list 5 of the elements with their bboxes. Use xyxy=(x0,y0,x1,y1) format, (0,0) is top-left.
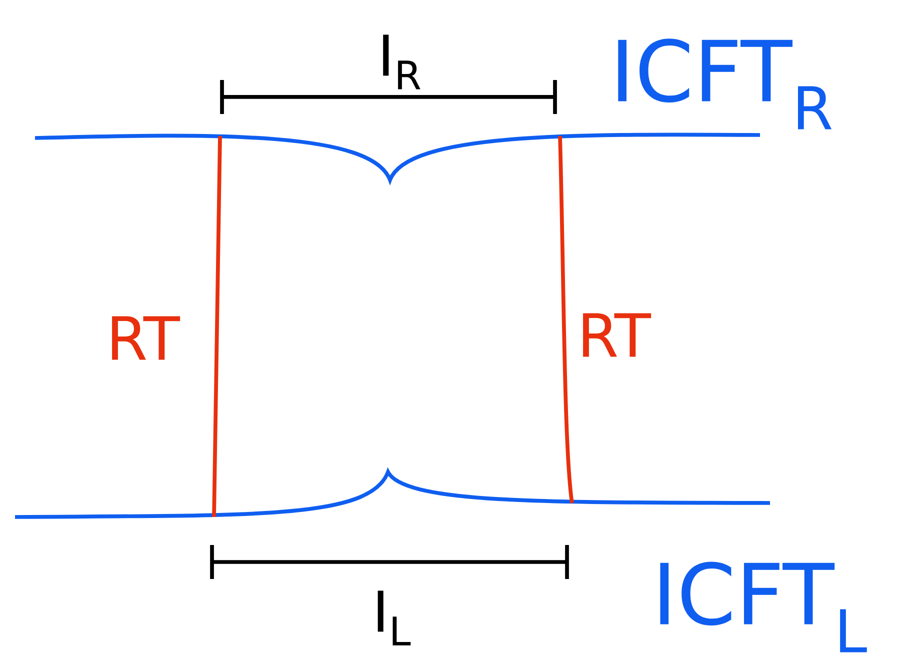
interval-label: I$_{L}$ xyxy=(378,590,411,646)
rt-line xyxy=(212,136,222,518)
rt-line xyxy=(558,136,574,504)
edge-label: RT xyxy=(583,313,652,357)
edge-label: RT xyxy=(112,316,180,360)
